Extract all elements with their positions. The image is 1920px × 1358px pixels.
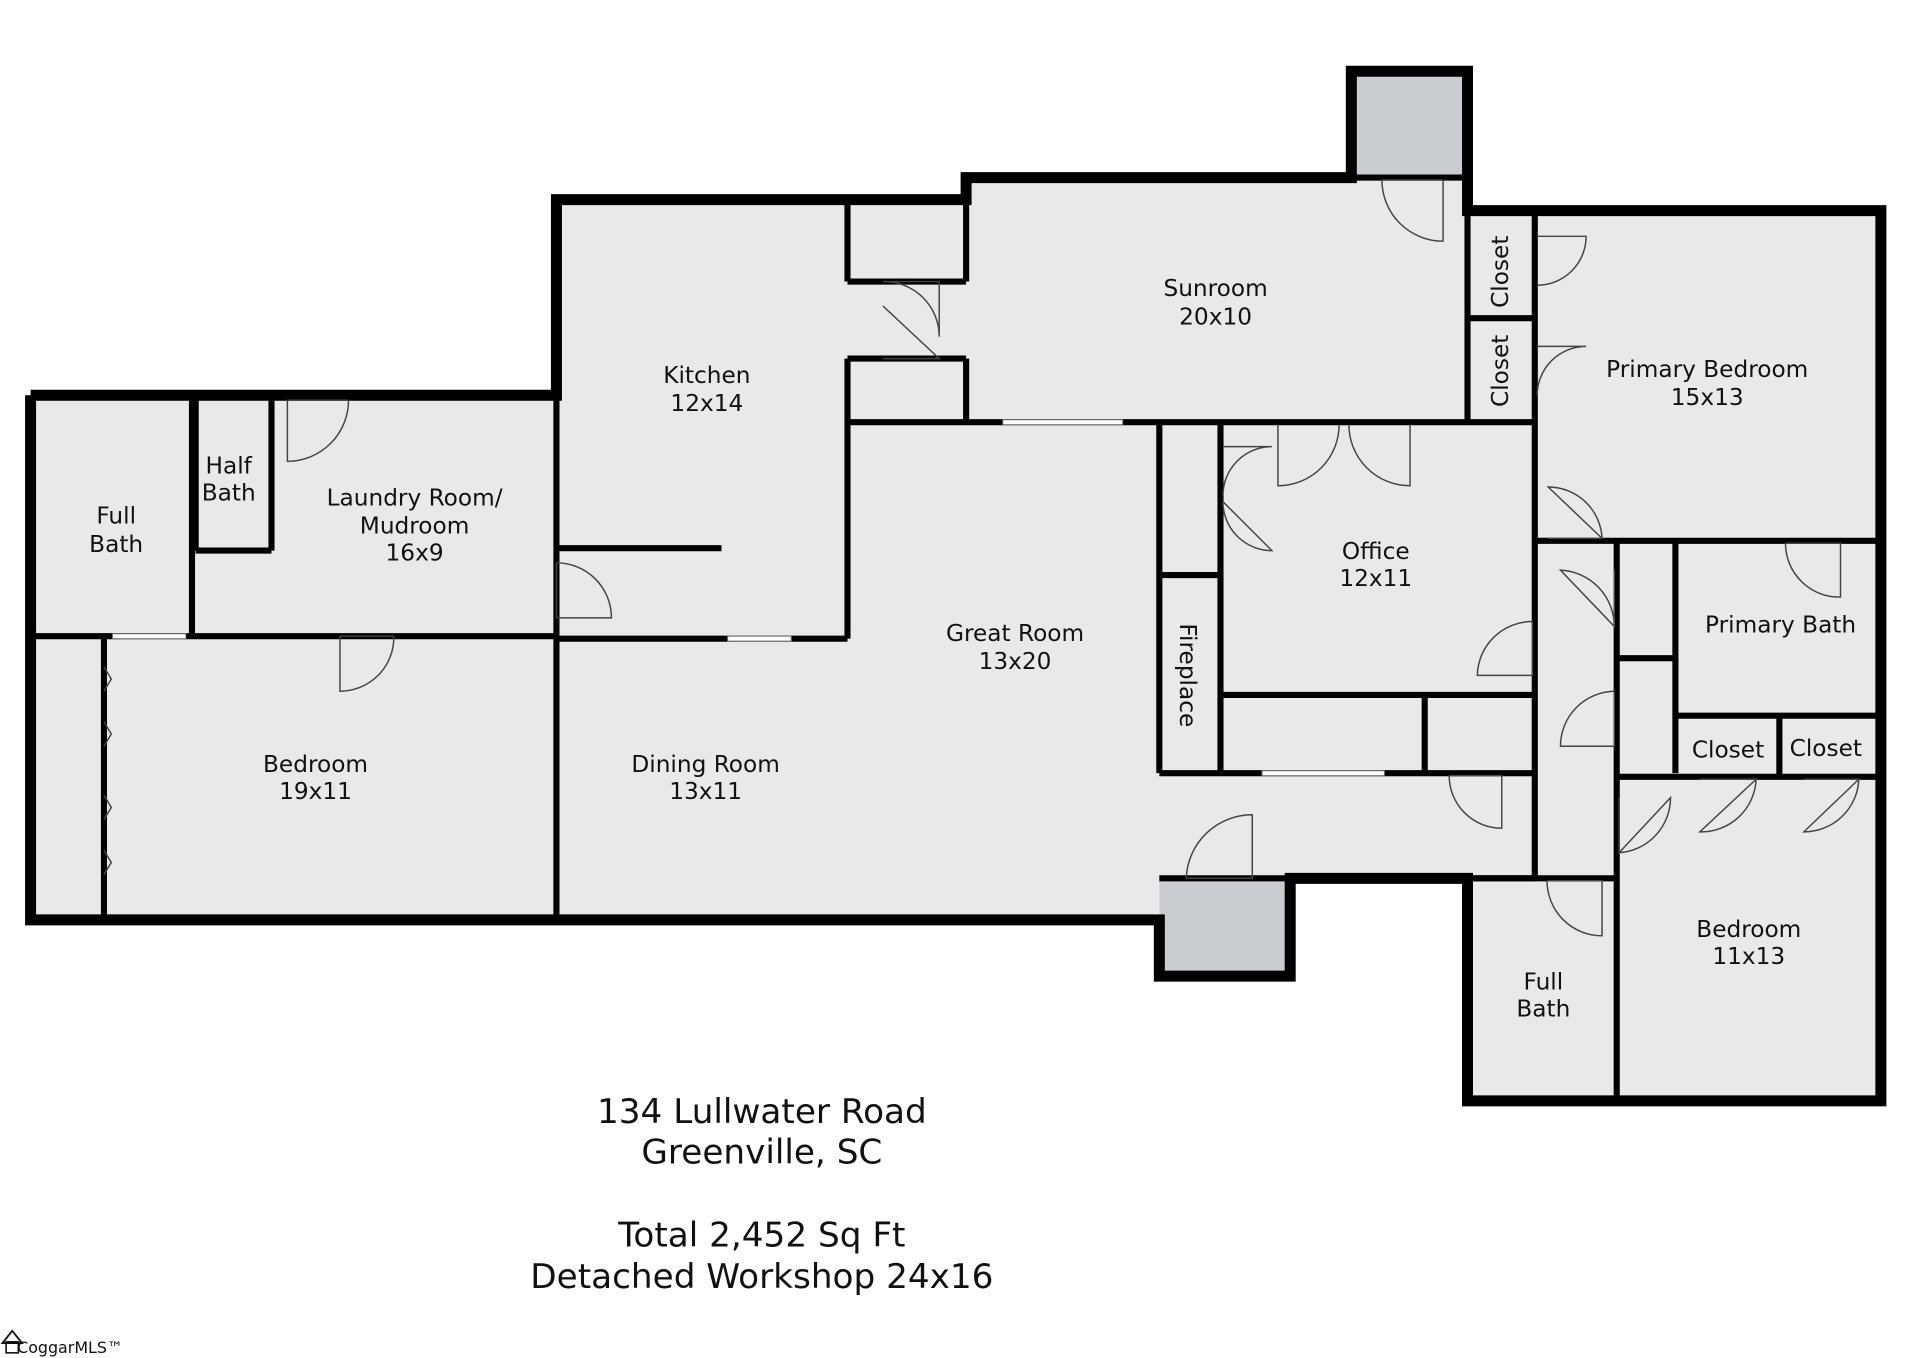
half-bath-label-2: Bath: [202, 479, 256, 506]
sunroom-size: 20x10: [1179, 303, 1252, 330]
door-swings: [103, 179, 1861, 937]
primary-bedroom-label: Primary Bedroom: [1606, 356, 1808, 383]
kitchen-label: Kitchen: [663, 362, 750, 389]
closet-3-label: Closet: [1692, 736, 1764, 763]
closet-4-label: Closet: [1790, 735, 1862, 762]
office-size: 12x11: [1339, 565, 1412, 592]
great-room-label: Great Room: [946, 620, 1084, 647]
full-bath-left-label: Full: [96, 503, 136, 530]
total-square-feet: Total 2,452 Sq Ft: [617, 1215, 905, 1255]
primary-bath-label: Primary Bath: [1705, 612, 1856, 639]
bedroom-left-label: Bedroom: [263, 751, 368, 778]
address-line-1: 134 Lullwater Road: [597, 1092, 927, 1132]
half-bath-label: Half: [206, 453, 253, 480]
mls-logo: CoggarMLS™: [0, 1329, 123, 1357]
laundry-label-2: Mudroom: [360, 512, 470, 539]
mls-logo-text: CoggarMLS™: [17, 1338, 123, 1357]
great-room-size: 13x20: [979, 648, 1052, 675]
address-line-2: Greenville, SC: [641, 1132, 882, 1172]
closet-1-label: Closet: [1487, 236, 1514, 308]
dining-room-size: 13x11: [669, 778, 742, 805]
kitchen-size: 12x14: [670, 390, 743, 417]
primary-bedroom-size: 15x13: [1671, 384, 1744, 411]
full-bath-right-label: Full: [1523, 969, 1563, 996]
great-room-entry-porch: [1159, 878, 1291, 977]
floor-fill: [30, 71, 1881, 1101]
bedroom-left-size: 19x11: [279, 778, 352, 805]
bedroom-right-size: 11x13: [1712, 943, 1785, 970]
office-label: Office: [1342, 538, 1410, 565]
closet-2-label: Closet: [1487, 335, 1514, 407]
bedroom-right-label: Bedroom: [1696, 916, 1801, 943]
interior-walls: [30, 177, 1881, 1101]
fireplace-label: Fireplace: [1174, 623, 1201, 727]
sunroom-label: Sunroom: [1163, 275, 1267, 302]
laundry-label: Laundry Room/: [327, 484, 503, 511]
sunroom-entry-porch: [1351, 71, 1468, 178]
full-bath-right-label-2: Bath: [1516, 996, 1570, 1023]
full-bath-left-label-2: Bath: [89, 531, 143, 558]
detached-workshop: Detached Workshop 24x16: [530, 1257, 993, 1297]
dining-room-label: Dining Room: [631, 751, 779, 778]
laundry-size: 16x9: [386, 539, 444, 566]
